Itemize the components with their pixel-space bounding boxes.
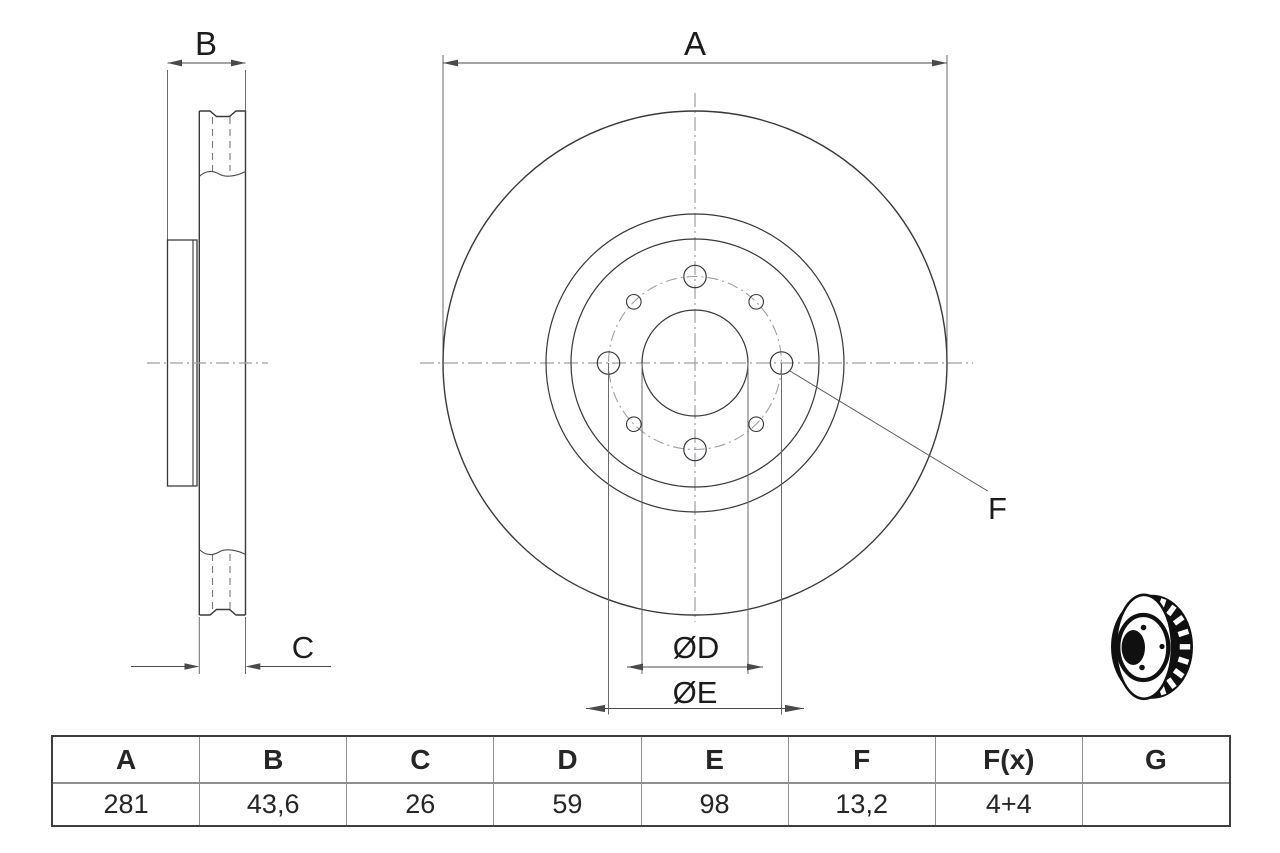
dim-b xyxy=(167,59,246,67)
table-value-cell xyxy=(1081,784,1229,825)
dim-e-label: ØE xyxy=(673,675,718,710)
table-header-cell: F xyxy=(787,737,935,782)
dim-d-arrow-left xyxy=(627,663,643,671)
dim-d-arrow-right xyxy=(747,663,763,671)
table-header-cell: B xyxy=(199,737,346,782)
dim-f-leader-line xyxy=(789,370,988,492)
friction-ring-circle xyxy=(545,213,845,513)
side-view: B xyxy=(131,25,331,674)
table-value-cell: 43,6 xyxy=(199,784,346,825)
table-header-cell: F(x) xyxy=(934,737,1082,782)
table-value-cell: 26 xyxy=(346,784,493,825)
dim-d-e-extension-lines xyxy=(608,363,782,715)
table-header-cell: C xyxy=(346,737,493,782)
disc-bolt-hole-dots xyxy=(1139,624,1165,671)
dim-c-extension-lines xyxy=(198,617,246,674)
table-value-cell: 13,2 xyxy=(787,784,935,825)
dim-c-arrow-right xyxy=(245,663,261,670)
guide-holes xyxy=(625,293,765,433)
dim-e-arrow-right xyxy=(785,704,804,713)
table-value-cell: 98 xyxy=(640,784,788,825)
dim-b-arrow-right xyxy=(231,59,246,67)
front-view: A xyxy=(420,25,1007,715)
dim-a-arrow-left xyxy=(443,59,458,67)
dim-b-extension-lines xyxy=(167,70,246,240)
table-header-cell: D xyxy=(493,737,640,782)
disc-vent-slots xyxy=(1158,598,1191,696)
break-lines xyxy=(198,170,246,556)
table-header-cell: E xyxy=(640,737,788,782)
bolt-holes xyxy=(596,264,794,462)
dimension-table-header-row: A B C D E F F(x) G xyxy=(53,737,1229,782)
brake-disc-3d-icon xyxy=(1111,593,1193,701)
dim-b-arrow-left xyxy=(167,59,182,67)
dim-c-arrow-left xyxy=(184,663,200,670)
table-value-cell: 59 xyxy=(493,784,640,825)
dim-d-label: ØD xyxy=(673,630,720,665)
dim-a-label: A xyxy=(684,25,706,62)
dim-d xyxy=(627,663,763,671)
dim-c xyxy=(131,663,331,670)
dim-e-arrow-left xyxy=(586,704,605,713)
table-value-cell: 4+4 xyxy=(934,784,1082,825)
dim-a-arrow-right xyxy=(932,59,947,67)
table-header-cell: A xyxy=(115,743,137,775)
hat-edge-circle xyxy=(570,238,820,488)
disc-center-bore xyxy=(1121,630,1146,665)
dimension-table-value-row: 281 43,6 26 59 98 13,2 4+4 xyxy=(53,782,1229,825)
dim-c-label: C xyxy=(292,630,314,665)
dim-a-extension-lines xyxy=(442,55,948,369)
outer-diameter-circle xyxy=(442,110,948,616)
dim-a xyxy=(443,59,947,67)
dim-f-label: F xyxy=(988,491,1007,526)
table-value-cell: 281 xyxy=(103,789,149,819)
vent-hidden-lines xyxy=(211,117,231,609)
dim-b-label: B xyxy=(195,25,217,62)
dimension-table: A B C D E F F(x) G 281 43,6 26 59 98 13,… xyxy=(51,735,1231,827)
table-header-cell: G xyxy=(1081,737,1229,782)
dim-e xyxy=(586,704,804,713)
